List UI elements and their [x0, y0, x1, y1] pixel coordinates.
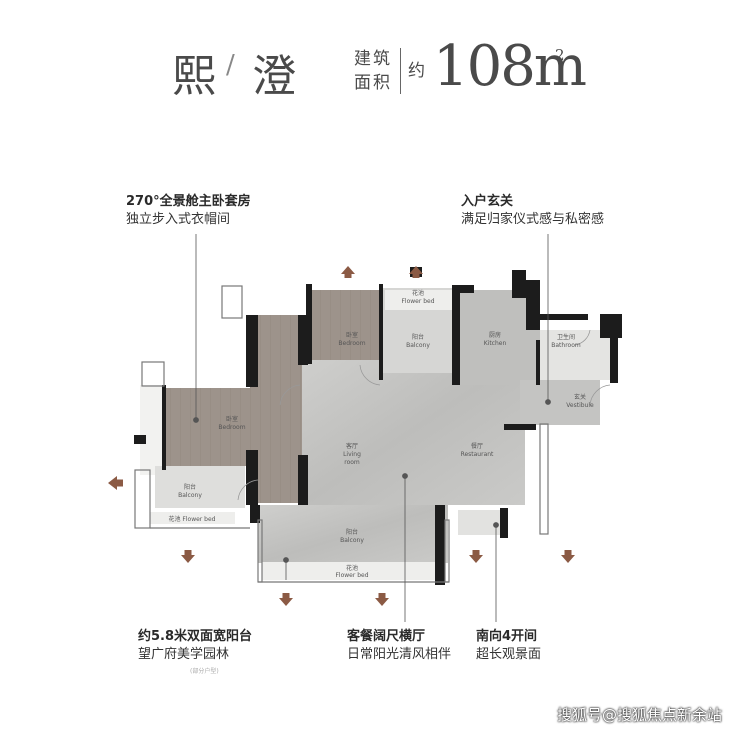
arrow-down-stem-4: [472, 550, 480, 555]
flower-bottom-cn: 花池: [346, 564, 358, 572]
callout-living-desc: 日常阳光清风相伴: [347, 647, 452, 662]
bedroom-2-cn: 卧室: [346, 331, 358, 339]
callout-living-title: 客餐阔尺横厅: [347, 629, 426, 644]
flower-top-cn: 花池: [412, 289, 424, 297]
arrow-up-icon: [341, 266, 355, 274]
callout-balcony: 约5.8米双面宽阳台 望广府美学园林: [138, 628, 252, 664]
kitchen-en: Kitchen: [484, 340, 507, 347]
arrow-down-icon-1: [181, 555, 195, 563]
balcony-bottom-en: Balcony: [340, 537, 364, 544]
callout-entry-title: 入户玄关: [461, 194, 514, 209]
balcony-left-en: Balcony: [178, 492, 202, 499]
title-divider: [400, 48, 401, 94]
kitchen-cn: 厨房: [489, 331, 501, 339]
bedroom-main-en: Bedroom: [218, 424, 245, 431]
arrow-down-icon-5: [561, 555, 575, 563]
watermark: 搜狐号@搜狐焦点新余站: [556, 706, 722, 724]
wood-floor: [165, 290, 380, 503]
leader-dot-master: [193, 417, 199, 423]
leader-dot-living: [402, 473, 408, 479]
arrow-down-icon-4: [469, 555, 483, 563]
flower-bottom-en: Flower bed: [335, 572, 368, 579]
vestibule-cn: 玄关: [574, 393, 586, 401]
callout-master-suite: 270°全景舱主卧套房 独立步入式衣帽间: [126, 193, 251, 229]
arrow-down-stem-5: [564, 550, 572, 555]
arrow-down-icon-3: [375, 598, 389, 606]
callout-balcony-title: 约5.8米双面宽阳台: [138, 629, 253, 644]
balcony-top-en: Balcony: [406, 342, 430, 349]
arrow-up-icon-2: [409, 266, 423, 274]
arrow-left-icon: [108, 476, 117, 490]
callout-entry-desc: 满足归家仪式感与私密感: [461, 212, 605, 227]
balcony-bottom-cn: 阳台: [346, 528, 358, 536]
callout-balcony-note: (部分户型): [190, 668, 219, 675]
page-title: 熙 / 澄 建筑 面积 约 108m 2: [0, 34, 740, 102]
area-about: 约: [408, 61, 425, 81]
arrow-down-stem-3: [378, 593, 386, 598]
bedroom-2-en: Bedroom: [338, 340, 365, 347]
flower-top-en: Flower bed: [401, 298, 434, 305]
leader-dot-entry: [545, 399, 551, 405]
area-value: 108m: [433, 34, 587, 99]
door-swings: [237, 329, 611, 501]
view-arrows: [108, 266, 575, 606]
project-name-1: 熙: [172, 51, 216, 102]
vestibule-en: Vestibule: [566, 402, 594, 409]
arrow-up-stem: [344, 274, 352, 278]
arrow-down-stem-1: [184, 550, 192, 555]
callout-living: 客餐阔尺横厅 日常阳光清风相伴: [347, 628, 451, 664]
balcony-left-cn: 阳台: [184, 483, 196, 491]
callout-south: 南向4开间 超长观景面: [476, 628, 541, 664]
living-cn: 客厅: [346, 442, 358, 450]
room-labels: 卧室 Bedroom 卧室 Bedroom 阳台 Balcony 厨房 Kitc…: [169, 289, 595, 579]
outline-walls: [134, 285, 549, 583]
bathroom-cn: 卫生间: [557, 333, 575, 341]
area-label-2: 面积: [354, 73, 392, 93]
callout-south-title: 南向4开间: [476, 629, 538, 644]
bathroom-en: Bathroom: [551, 342, 581, 349]
arrow-down-icon-2: [279, 598, 293, 606]
callout-south-desc: 超长观景面: [476, 647, 542, 662]
area-unit: 2: [555, 46, 565, 64]
balcony-top-cn: 阳台: [412, 333, 424, 341]
flower-left: 花池 Flower bed: [169, 515, 216, 523]
restaurant-en: Restaurant: [461, 451, 494, 458]
arrow-left-stem: [117, 479, 123, 487]
leader-dot-balcony: [283, 557, 289, 563]
arrow-up-stem-2: [412, 274, 420, 278]
bedroom-main-cn: 卧室: [226, 415, 238, 423]
leader-lines: [193, 234, 551, 622]
living-en: Living: [343, 451, 361, 458]
restaurant-cn: 餐厅: [471, 442, 483, 450]
callout-master-desc: 独立步入式衣帽间: [126, 212, 231, 227]
callout-balcony-desc: 望广府美学园林: [138, 647, 230, 662]
area-label-1: 建筑: [354, 49, 392, 69]
arrow-down-stem-2: [282, 593, 290, 598]
walls: [162, 270, 622, 585]
project-name-2: 澄: [252, 51, 296, 102]
marble-floor: [258, 288, 610, 563]
callout-master-title: 270°全景舱主卧套房: [126, 194, 251, 209]
title-slash: /: [226, 50, 235, 80]
callout-entry: 入户玄关 满足归家仪式感与私密感: [461, 193, 604, 229]
living-en-2: room: [344, 459, 360, 466]
leader-dot-south: [493, 522, 499, 528]
